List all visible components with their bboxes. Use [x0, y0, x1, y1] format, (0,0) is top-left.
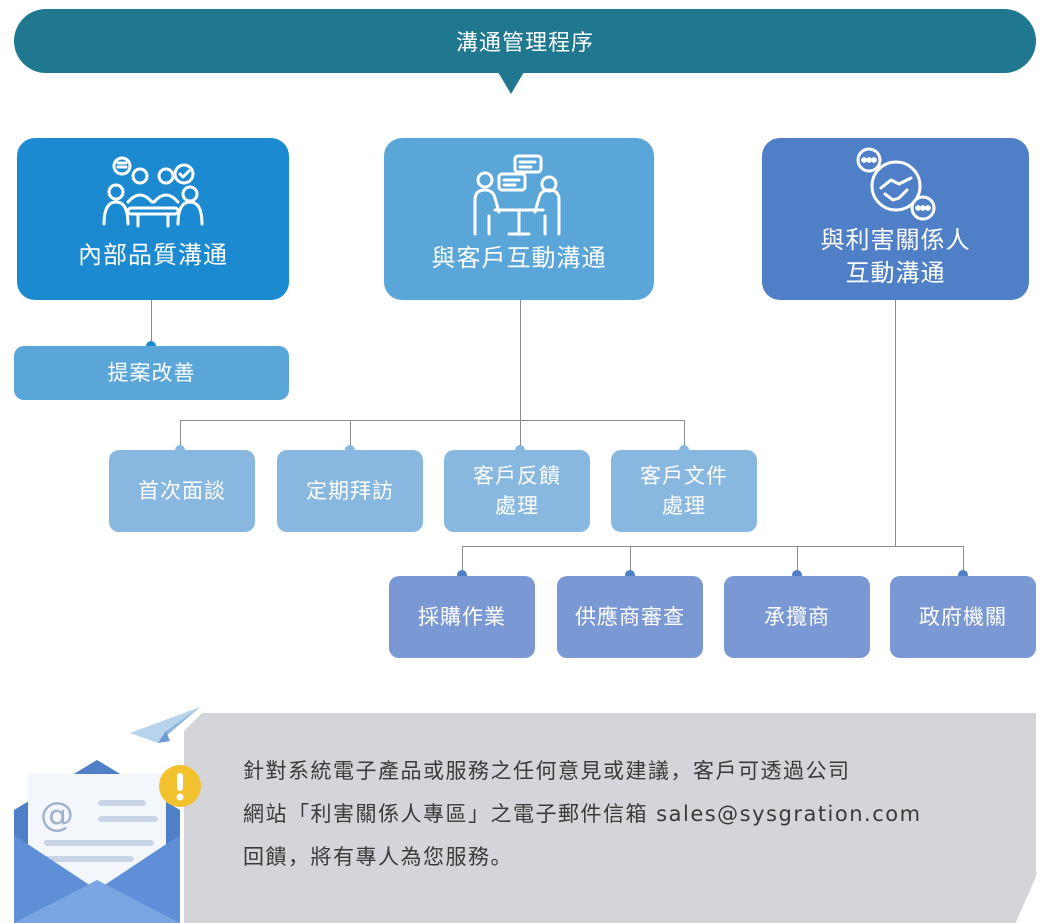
connector-customer-trunk	[520, 300, 521, 420]
customer-item-label-line1: 客戶反饋	[473, 464, 561, 488]
stakeholder-item-procurement: 採購作業	[389, 576, 535, 658]
connector-customer-drop	[520, 420, 521, 450]
stakeholder-item-label: 供應商審查	[575, 605, 685, 629]
customer-item-label-line1: 客戶文件	[640, 464, 728, 488]
handshake-chat-icon	[856, 147, 935, 221]
connector-dot	[792, 570, 802, 580]
stakeholder-item-label: 採購作業	[418, 605, 506, 629]
category-customer-card: 與客戶互動溝通	[384, 138, 654, 300]
customer-item-first-interview: 首次面談	[109, 450, 255, 532]
stakeholder-item-supplier-review: 供應商審查	[557, 576, 703, 658]
banner-pointer	[498, 72, 524, 94]
note-line: 針對系統電子產品或服務之任何意見或建議，客戶可透過公司	[243, 759, 851, 783]
svg-text:@: @	[40, 795, 74, 835]
connector-dot	[625, 570, 635, 580]
page-title: 溝通管理程序	[455, 31, 594, 56]
note-text: 針對系統電子產品或服務之任何意見或建議，客戶可透過公司 網站「利害關係人專區」之…	[243, 750, 1023, 879]
connector-stakeholder-bus	[462, 546, 964, 547]
category-customer-label: 與客戶互動溝通	[431, 244, 607, 272]
customer-item-feedback: 客戶反饋 處理	[444, 450, 590, 532]
customer-item-label-line2: 處理	[662, 494, 706, 518]
connector-dot	[457, 570, 467, 580]
customer-item-label: 首次面談	[138, 479, 226, 503]
stakeholder-item-label: 承攬商	[764, 605, 830, 629]
connector-internal	[151, 300, 152, 346]
internal-item-proposal: 提案改善	[14, 346, 289, 400]
connector-stakeholder-drop	[963, 546, 964, 576]
alert-icon	[159, 765, 201, 807]
meeting-icon	[102, 156, 204, 228]
category-internal-card: 內部品質溝通	[17, 138, 289, 300]
connector-customer-drop	[180, 420, 181, 450]
stakeholder-item-contractor: 承攬商	[724, 576, 870, 658]
note-panel	[184, 713, 1036, 923]
connector-customer-drop	[684, 420, 685, 450]
customer-item-label-line2: 處理	[495, 494, 539, 518]
connector-stakeholder-drop	[797, 546, 798, 576]
connector-customer-drop	[350, 420, 351, 450]
category-stakeholder-label-line2: 互動溝通	[845, 259, 946, 287]
consultation-icon	[473, 154, 561, 236]
customer-item-documents: 客戶文件 處理	[611, 450, 757, 532]
stakeholder-item-label: 政府機關	[919, 605, 1007, 629]
header-banner: 溝通管理程序	[14, 9, 1036, 73]
email-envelope-icon: @	[14, 760, 180, 923]
category-stakeholder-label-line1: 與利害關係人	[820, 226, 971, 254]
paper-plane-icon	[130, 707, 200, 743]
category-stakeholder-card: 與利害關係人 互動溝通	[762, 138, 1029, 300]
customer-item-label: 定期拜訪	[306, 479, 394, 503]
connector-stakeholder-drop	[630, 546, 631, 576]
connector-stakeholder-drop	[462, 546, 463, 576]
internal-item-label: 提案改善	[107, 361, 196, 385]
connector-customer-bus	[180, 420, 684, 421]
customer-item-regular-visit: 定期拜訪	[277, 450, 423, 532]
connector-dot	[958, 570, 968, 580]
category-internal-label: 內部品質溝通	[78, 241, 228, 269]
stakeholder-item-government: 政府機關	[890, 576, 1036, 658]
connector-stakeholder-trunk	[895, 300, 896, 546]
note-line: 回饋，將有專人為您服務。	[243, 845, 513, 869]
note-line: 網站「利害關係人專區」之電子郵件信箱 sales@sysgration.com	[243, 802, 922, 826]
